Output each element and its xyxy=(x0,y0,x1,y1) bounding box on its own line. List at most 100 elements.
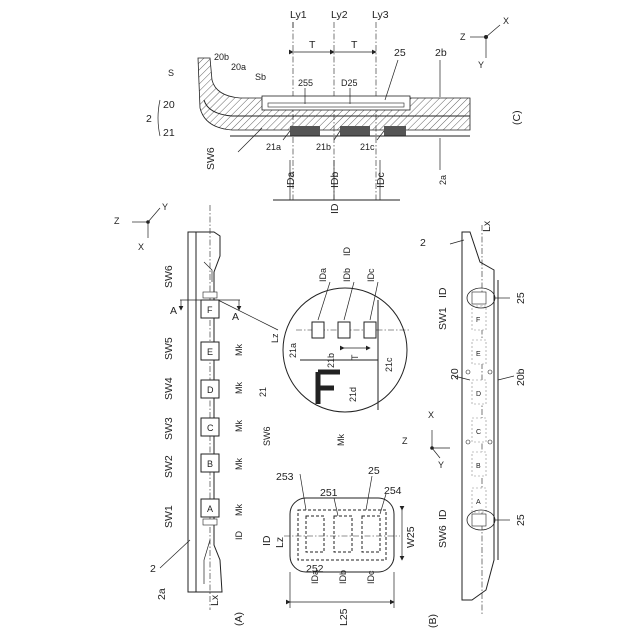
switch-body-outline-b xyxy=(462,232,494,600)
label-ida-b: IDa xyxy=(310,570,320,584)
svg-text:Z: Z xyxy=(402,436,408,446)
label-idc: IDc xyxy=(375,172,387,188)
key-d-letter: D xyxy=(207,385,214,395)
label-25-top-b: 25 xyxy=(515,292,527,304)
label-sw2: SW2 xyxy=(163,455,175,478)
label-ida-a: IDa xyxy=(318,268,328,282)
axes-icon-c: X Z Y xyxy=(460,16,509,70)
label-sw6: SW6 xyxy=(205,147,217,170)
label-ly2: Ly2 xyxy=(331,9,348,21)
body-keys-b: F E D C B A xyxy=(466,292,492,526)
label-t1: T xyxy=(309,39,316,51)
label-lz-a: Lz xyxy=(270,333,280,343)
label-20b: 20b xyxy=(214,52,229,62)
leader-to-detail xyxy=(218,300,278,330)
label-id-a: ID xyxy=(234,530,244,540)
key-a-letter: A xyxy=(207,504,213,514)
leader-sw6 xyxy=(238,128,262,152)
label-d25: D25 xyxy=(341,78,358,88)
label-idc-b: IDc xyxy=(366,570,376,584)
label-sb: Sb xyxy=(255,72,266,82)
label-20-b: 20 xyxy=(449,368,461,380)
label-id-top-b: ID xyxy=(437,287,449,298)
axes-icon-a: Z Y X xyxy=(114,202,168,252)
label-21c-a: 21c xyxy=(384,357,394,372)
svg-text:Y: Y xyxy=(438,460,444,470)
svg-text:D: D xyxy=(476,391,481,398)
label-mk-4: Mk xyxy=(234,382,244,394)
label-255: 255 xyxy=(298,78,313,88)
id-mark-sw1 xyxy=(203,519,217,525)
label-21c: 21c xyxy=(360,142,375,152)
key-c-letter: C xyxy=(207,423,214,433)
label-21b-a: 21b xyxy=(326,353,336,368)
label-2a-a: 2a xyxy=(156,588,168,600)
label-254: 254 xyxy=(384,485,402,497)
label-mk-5: Mk xyxy=(234,344,244,356)
caption-b: (B) xyxy=(427,614,439,628)
label-ly1: Ly1 xyxy=(290,9,307,21)
label-sw1-b: SW1 xyxy=(437,307,449,330)
leader-20b-b xyxy=(498,376,514,380)
svg-text:Z: Z xyxy=(114,216,120,226)
svg-text:X: X xyxy=(428,410,434,420)
label-20b-b: 20b xyxy=(515,368,527,386)
label-25-detail-b: 25 xyxy=(368,465,380,477)
label-idb-a: IDb xyxy=(342,268,352,282)
key-b-letter: B xyxy=(207,459,213,469)
label-2-a: 2 xyxy=(150,563,156,575)
label-sw6-b: SW6 xyxy=(437,525,449,548)
label-id-detail-a: ID xyxy=(342,246,352,256)
label-21-a: 21 xyxy=(258,387,268,397)
switch-body-outline xyxy=(188,232,222,592)
label-sw4: SW4 xyxy=(163,377,175,400)
label-id-bottom-b: ID xyxy=(437,509,449,520)
label-20a: 20a xyxy=(231,62,246,72)
label-sw5: SW5 xyxy=(163,337,175,360)
label-l25: L25 xyxy=(338,608,350,626)
caption-c: (C) xyxy=(511,110,523,125)
label-25: 25 xyxy=(394,47,406,59)
label-20: 20 xyxy=(163,99,175,111)
label-sw3: SW3 xyxy=(163,417,175,440)
detail-circle-a xyxy=(283,282,410,412)
label-idc-a: IDc xyxy=(366,268,376,282)
label-section-a-right: A xyxy=(232,311,239,323)
label-2: 2 xyxy=(146,113,152,125)
label-t-a: T xyxy=(350,354,360,360)
label-21a: 21a xyxy=(266,142,281,152)
key-e-letter: E xyxy=(207,347,213,357)
label-lz-b: Lz xyxy=(274,537,286,548)
label-253: 253 xyxy=(276,471,294,483)
svg-text:X: X xyxy=(138,242,144,252)
label-ida: IDa xyxy=(285,172,297,189)
ida-block xyxy=(290,126,320,136)
label-t2: T xyxy=(351,39,358,51)
figure-b: 253 251 25 254 252 ID Lz IDa IDb IDc W25… xyxy=(261,220,527,628)
leader-2-a xyxy=(160,540,190,568)
caption-a: (A) xyxy=(233,612,245,626)
label-s: S xyxy=(168,68,174,78)
label-mk-3: Mk xyxy=(234,420,244,432)
label-mk-1: Mk xyxy=(234,504,244,516)
svg-text:Z: Z xyxy=(460,32,466,42)
label-sw6-detail-a: SW6 xyxy=(262,426,272,446)
key-f-letter: F xyxy=(207,305,213,315)
label-sw1: SW1 xyxy=(163,505,175,528)
svg-text:X: X xyxy=(503,16,509,26)
label-2b: 2b xyxy=(435,47,447,59)
id-mark-sw6 xyxy=(203,292,217,298)
idc-block xyxy=(384,126,406,136)
svg-text:F: F xyxy=(476,317,480,324)
label-id: ID xyxy=(329,203,341,214)
label-251: 251 xyxy=(320,487,338,499)
svg-text:E: E xyxy=(476,351,481,358)
label-w25: W25 xyxy=(405,526,417,548)
svg-text:Y: Y xyxy=(478,60,484,70)
svg-text:C: C xyxy=(476,429,481,436)
label-sw6: SW6 xyxy=(163,265,175,288)
label-mk-detail-a: Mk xyxy=(336,434,346,446)
recess-255 xyxy=(268,103,404,107)
label-25-bottom-b: 25 xyxy=(515,514,527,526)
